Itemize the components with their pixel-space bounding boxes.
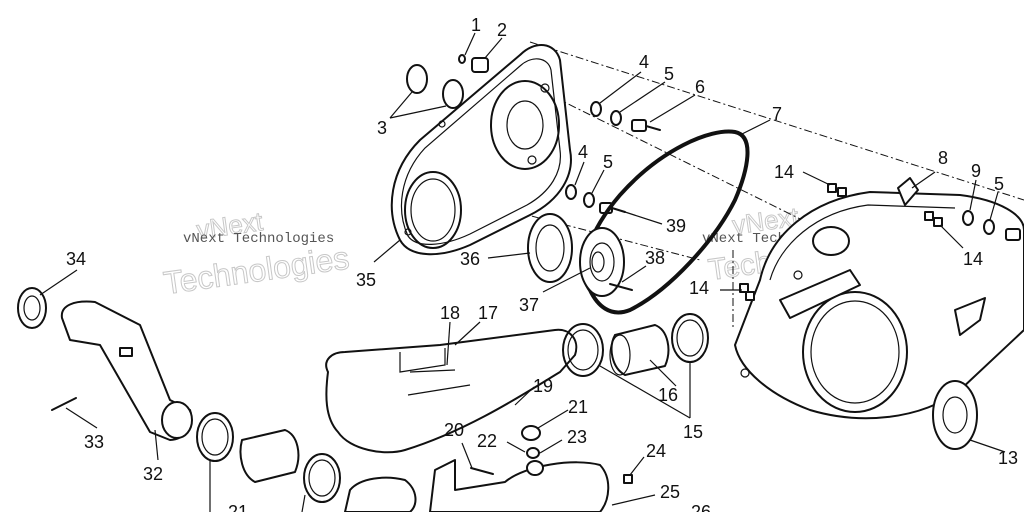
callout-38: 38 [645,248,665,268]
callout-8: 8 [938,148,948,168]
callout-21-lower: 21 [228,502,248,512]
callout-9: 9 [971,161,981,181]
callout-1: 1 [471,15,481,35]
clip-14-left-b [745,291,755,301]
inner-cover [390,44,572,256]
centerline-top [529,41,1024,201]
watermark-caption-left: vNext Technologies [183,231,334,247]
callout-13: 13 [998,448,1018,468]
screw-38 [609,283,633,291]
callout-6: 6 [695,77,705,97]
washer-5-right [983,219,995,235]
callout-32: 32 [143,464,163,484]
drive-pulley [579,227,625,297]
watermark-brand-bottom: Technologies [161,239,351,301]
callout-18: 18 [440,303,460,323]
washer-4-upper [590,101,602,117]
screw-33 [51,397,77,411]
callout-21-upper: 21 [568,397,588,417]
clamp-15-right [671,313,709,363]
pin [458,54,466,64]
callout-5-right: 5 [994,174,1004,194]
callout-5-upper: 5 [664,64,674,84]
callout-26: 26 [691,502,711,512]
callout-24: 24 [646,441,666,461]
watermark-left: vNext Technologies [161,206,352,302]
callout-4-lower: 4 [578,142,588,162]
callout-22: 22 [477,431,497,451]
callout-37: 37 [519,295,539,315]
callout-17: 17 [478,303,498,323]
washer-5-upper [610,110,622,126]
clamp-15-left [562,323,604,377]
leader-lines [39,32,1006,512]
callout-14-right: 14 [963,249,983,269]
callout-25: 25 [660,482,680,502]
callout-20: 20 [444,420,464,440]
clip-14-right [924,211,934,221]
callout-19: 19 [533,376,553,396]
washer-5-lower [583,192,595,208]
intake-duct [325,328,578,454]
callout-16: 16 [658,385,678,405]
callout-35: 35 [356,270,376,290]
intake-boot [344,476,417,512]
drive-belt [582,129,750,315]
callout-14-upper: 14 [774,162,794,182]
clamp-lower-right [303,453,341,503]
bushing [471,57,489,73]
clip-14-upper [827,183,837,193]
bolt-right [1005,228,1021,241]
sleeve-21 [239,429,300,483]
seal-upper [406,64,428,94]
callout-4-upper: 4 [639,52,649,72]
callout-labels: 1 2 3 4 4 5 5 5 6 7 8 9 13 14 14 14 15 1… [66,15,1018,512]
seal-34 [17,287,47,329]
clip-14-upper-b [837,187,847,197]
callout-33: 33 [84,432,104,452]
washer-4-lower [565,184,577,200]
gasket-13 [932,380,978,450]
callout-15: 15 [683,422,703,442]
seal-lower [442,79,464,109]
callout-2: 2 [497,20,507,40]
callout-14-left: 14 [689,278,709,298]
clip-14-left [739,283,749,293]
callout-39: 39 [666,216,686,236]
callout-23: 23 [567,427,587,447]
bolt-6 [631,119,661,132]
sleeve-16 [609,324,670,376]
washer-9 [962,210,974,226]
drive-seal [527,213,573,283]
intake-tube [60,300,193,441]
callout-7: 7 [772,104,782,124]
clip-14-right-b [933,217,943,227]
callout-5-lower: 5 [603,152,613,172]
clamp-lower-left [196,412,234,462]
callout-3: 3 [377,118,387,138]
callout-34: 34 [66,249,86,269]
outer-cover [734,177,1024,420]
callout-36: 36 [460,249,480,269]
air-box [429,425,633,512]
